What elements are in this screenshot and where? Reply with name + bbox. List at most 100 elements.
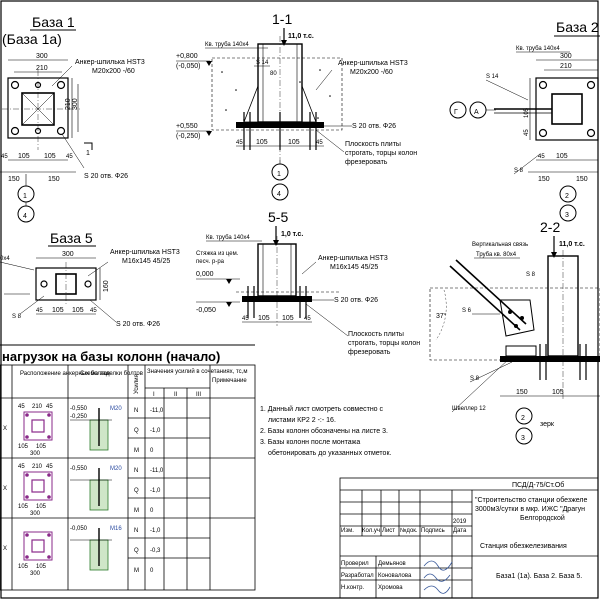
note-line-1: 1. Данный лист смотреть совместно с bbox=[260, 405, 384, 413]
sec55-screed-l2: песч. р-ра bbox=[196, 259, 225, 265]
mini-bolt bbox=[25, 413, 29, 417]
mini-dim-f: 300 bbox=[30, 571, 41, 577]
base5-dim-45a: 45 bbox=[36, 308, 43, 314]
sec11-anchor-l2: M20x200 -/60 bbox=[350, 69, 393, 76]
title-block: ПСД/Д-75/Ст.Об "Строительство станции об… bbox=[339, 477, 599, 599]
mini-plate bbox=[23, 471, 53, 501]
th-combo-3: III bbox=[196, 392, 201, 398]
base5-title: База 5 bbox=[50, 230, 93, 246]
base5-dim-300: 300 bbox=[62, 251, 74, 258]
stamp-role-3: Н.контр. bbox=[341, 585, 364, 591]
stamp-name-1: Демьянов bbox=[378, 561, 406, 567]
base2-title: База 2 bbox=[556, 19, 599, 35]
base1-holes-note: S 20 отв. Ф26 bbox=[84, 173, 128, 180]
base2-bubble1-label: 2 bbox=[565, 193, 569, 200]
mini-bolt bbox=[25, 555, 29, 559]
force-name: N bbox=[134, 468, 138, 474]
section-2-2-view: 2-2 11,0 т.с. Вертикальная связь Труба к… bbox=[429, 219, 600, 445]
sec22-base-plate bbox=[500, 356, 600, 362]
load-table-title: нагрузок на базы колонн (начало) bbox=[2, 349, 220, 364]
load-table: нагрузок на базы колонн (начало) Располо… bbox=[0, 349, 256, 591]
sec11-plane-l1: Плоскость плиты bbox=[345, 141, 401, 148]
mini-dim-d: 105 bbox=[18, 564, 29, 570]
base2-dim-300: 300 bbox=[560, 53, 572, 60]
note-line-4: 3. Базы колонн после монтажа bbox=[260, 439, 360, 446]
force-value: -11,0 bbox=[150, 408, 164, 414]
stamp-h-doc: №док. bbox=[400, 527, 418, 534]
force-value: -1,0 bbox=[150, 428, 161, 434]
force-name: M bbox=[134, 568, 139, 574]
row-marker: X bbox=[3, 486, 7, 492]
force-value: -1,0 bbox=[150, 528, 161, 534]
note-line-2: листами КР2 2 -:- 16. bbox=[268, 417, 336, 424]
sec55-top-load: 1,0 т.с. bbox=[281, 231, 303, 238]
sec55-plane-l1: Плоскость плиты bbox=[348, 331, 404, 338]
base5-dim-105b: 105 bbox=[72, 307, 84, 314]
mini-dim-e: 105 bbox=[36, 504, 47, 510]
sec11-title: 1-1 bbox=[272, 11, 292, 27]
base2-bubble-g bbox=[449, 101, 467, 119]
stamp-h-sign: Подпись bbox=[421, 528, 445, 534]
base2-dim-105-side: 105 bbox=[524, 107, 530, 118]
base2-bubble-1 bbox=[559, 185, 577, 203]
base1-axis-mark: 1 bbox=[86, 150, 90, 157]
base1-dim-300: 300 bbox=[36, 53, 48, 60]
base2-view: База 2 Кв. труба 140х4 300 210 S 14 Г А … bbox=[449, 19, 600, 222]
mini-column bbox=[31, 539, 45, 553]
sec11-level-1a: +0,800 bbox=[176, 53, 198, 60]
base2-dim-45: 45 bbox=[538, 154, 545, 160]
signature-3 bbox=[423, 585, 451, 594]
base2-column bbox=[551, 93, 583, 125]
base2-bubble-a-label: А bbox=[474, 109, 479, 116]
base5-dim-105a: 105 bbox=[52, 307, 64, 314]
sec22-brace-l2: Труба кв. 80х4 bbox=[476, 252, 517, 258]
sec22-dim-105: 105 bbox=[552, 389, 564, 396]
base2-bubble2-label: 3 bbox=[565, 212, 569, 219]
sec55-title: 5-5 bbox=[268, 209, 288, 225]
stamp-code: ПСД/Д-75/Ст.Об bbox=[512, 481, 564, 489]
sec11-top-load: 11,0 т.с. bbox=[288, 33, 314, 40]
scheme-level-1: -0,550 bbox=[70, 406, 88, 412]
scheme-bolt: M20 bbox=[110, 466, 122, 472]
base2-s8: S 8 bbox=[514, 168, 524, 174]
sec11-plane-l2: строгать, торцы колон bbox=[345, 150, 417, 157]
force-name: M bbox=[134, 448, 139, 454]
th-combo-2: II bbox=[174, 392, 178, 398]
sec11-holes-note: S 20 отв. Ф26 bbox=[352, 123, 396, 130]
stamp-name-3: Хромова bbox=[378, 585, 403, 591]
mini-dim-b: 210 bbox=[32, 464, 43, 470]
sec22-bubble-2 bbox=[515, 427, 533, 445]
sec11-dim-105b: 105 bbox=[288, 139, 300, 146]
force-name: Q bbox=[134, 428, 139, 434]
sec22-bubble-1 bbox=[515, 407, 533, 425]
sec55-level-0: 0,000 bbox=[196, 271, 214, 278]
sec11-pipe: Кв. труба 140х4 bbox=[205, 42, 249, 48]
stamp-sheet-title: База1 (1а). База 2. База 5. bbox=[496, 573, 582, 580]
base1-dim-105b: 105 bbox=[44, 153, 56, 160]
stamp-year: 2019 bbox=[453, 519, 467, 525]
base5-dim-160: 160 bbox=[103, 280, 110, 292]
stamp-project-l1: "Строительство станции обезжеле bbox=[475, 496, 588, 504]
base1-dim-210: 210 bbox=[36, 65, 48, 72]
sec11-level-2b: (-0,250) bbox=[176, 133, 201, 140]
base2-dim-210: 210 bbox=[560, 63, 572, 70]
sec22-cut-text: зерк bbox=[540, 421, 555, 428]
th-anchor-l1: Расположение анкерных болтов bbox=[20, 371, 110, 377]
mini-bolt bbox=[25, 435, 29, 439]
mini-dim-a: 45 bbox=[18, 464, 25, 470]
sec11-anchor-l1: Анкер-шпилька HST3 bbox=[338, 60, 408, 67]
sec22-top-load: 11,0 т.с. bbox=[559, 241, 585, 248]
base1-edge-dim-2: 45 bbox=[66, 154, 73, 160]
base2-bubble-2 bbox=[559, 204, 577, 222]
th-note: Примечание bbox=[212, 378, 247, 384]
mini-dim-a: 45 bbox=[18, 404, 25, 410]
th-values: Значения усилий в сочетаниях, тс,м bbox=[147, 368, 247, 375]
base5-pipe: 0х4 bbox=[0, 256, 10, 262]
base1-bubble1-label: 1 bbox=[23, 193, 27, 200]
scheme-bolt: M16 bbox=[110, 526, 122, 532]
scheme-level-1: -0,050 bbox=[70, 526, 88, 532]
mini-bolt bbox=[25, 473, 29, 477]
sec22-dim-150: 150 bbox=[516, 389, 528, 396]
